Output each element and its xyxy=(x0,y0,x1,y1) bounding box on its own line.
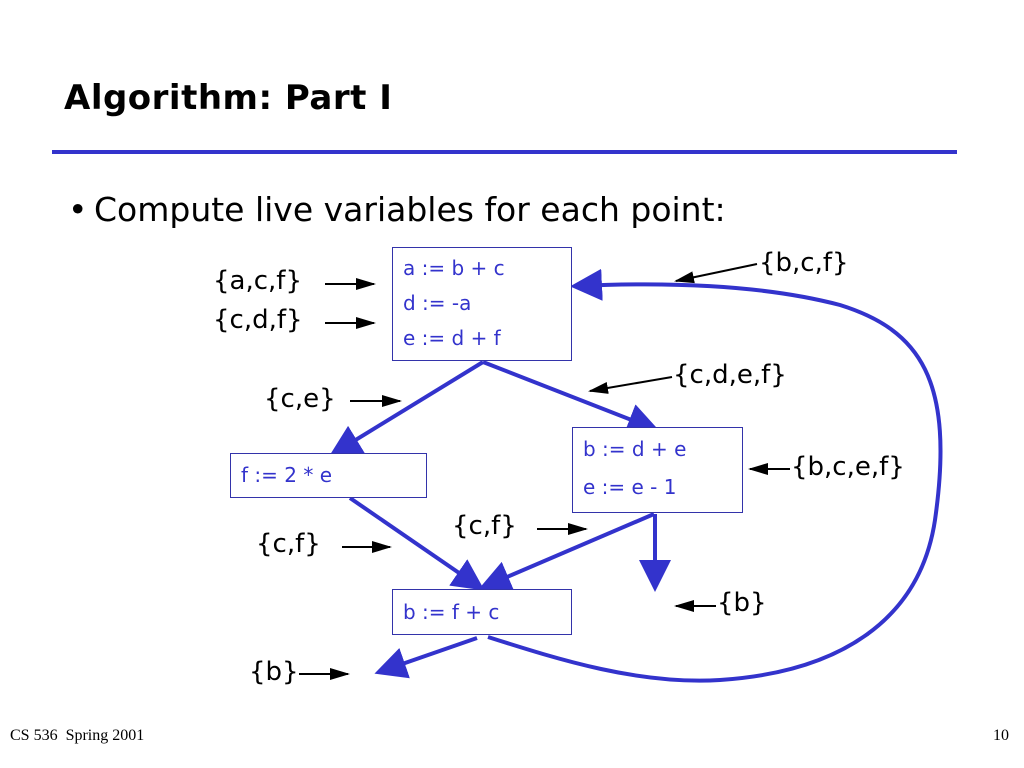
live-set-loop-in: {b,c,f} xyxy=(759,248,849,278)
slide-title: Algorithm: Part I xyxy=(64,78,393,118)
live-set-after-block2: {c,f} xyxy=(256,529,321,559)
live-set-after-block1-right: {c,d,e,f} xyxy=(673,360,787,390)
bullet-point: •Compute live variables for each point: xyxy=(68,190,726,229)
basic-block-3: b := d + e e := e - 1 xyxy=(572,427,743,513)
bullet-text: Compute live variables for each point: xyxy=(94,190,726,229)
live-set-after-block3-down: {b} xyxy=(717,588,767,618)
basic-block-1: a := b + c d := -a e := d + f xyxy=(392,247,572,361)
statement: e := e - 1 xyxy=(583,475,677,499)
bullet-marker: • xyxy=(68,190,88,229)
edge-block1-block2 xyxy=(329,360,485,457)
statement: b := d + e xyxy=(583,437,687,461)
live-set-after-block3-left: {c,f} xyxy=(452,511,517,541)
live-set-before-d: {c,d,f} xyxy=(213,305,303,335)
flow-edges xyxy=(329,268,943,683)
edge-block4-exit xyxy=(374,636,478,679)
statement: f := 2 * e xyxy=(241,463,332,487)
statement: a := b + c xyxy=(403,256,505,280)
statement: e := d + f xyxy=(403,326,501,350)
edge-block2-block4 xyxy=(348,496,485,591)
live-set-block3-in: {b,c,e,f} xyxy=(791,452,905,482)
live-set-before-a: {a,c,f} xyxy=(213,266,302,296)
statement: d := -a xyxy=(403,291,472,315)
basic-block-4: b := f + c xyxy=(392,589,572,635)
edge-block1-block3 xyxy=(482,360,660,435)
title-divider xyxy=(52,150,957,154)
live-set-after-block1-left: {c,e} xyxy=(264,384,336,414)
live-set-exit: {b} xyxy=(249,657,299,687)
edge-loop-back xyxy=(487,268,943,683)
edge-block3-block4 xyxy=(478,512,655,592)
basic-block-2: f := 2 * e xyxy=(230,453,427,498)
annotation-arrows xyxy=(299,263,790,680)
footer-page-number: 10 xyxy=(993,727,1009,744)
statement: b := f + c xyxy=(403,600,500,624)
footer-course: CS 536 Spring 2001 xyxy=(10,727,145,744)
